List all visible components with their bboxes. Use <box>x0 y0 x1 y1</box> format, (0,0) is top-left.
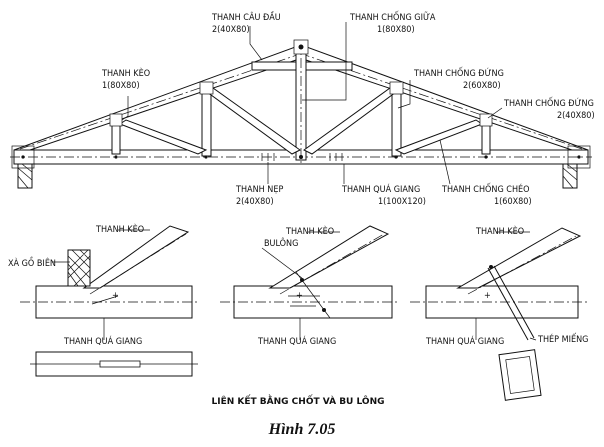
detail-3-strap <box>487 267 529 341</box>
size-thanh-chong-dung-2: 2(40X80) <box>557 111 595 121</box>
d2-label-rafter: THANH KÈO <box>285 225 334 237</box>
label-thanh-nep: THANH NẸP <box>235 185 283 195</box>
right-diagonal-brace <box>303 87 397 155</box>
caption: LIÊN KẾT BẰNG CHỐT VÀ BU LÔNG <box>212 394 385 407</box>
label-thanh-cau-dau: THANH CÂU ĐẦU <box>211 10 281 23</box>
label-thanh-qua-giang: THANH QUÁ GIANG <box>341 183 420 195</box>
d3-label-rafter: THANH KÈO <box>475 225 524 237</box>
detail-2-rafter <box>268 225 390 289</box>
size-thanh-chong-dung-1: 2(60X80) <box>463 81 501 91</box>
d2-label-tie-beam: THANH QUÁ GIANG <box>257 335 336 347</box>
d1-label-rafter: THANH KÈO <box>95 223 144 235</box>
label-thanh-chong-dung-2: THANH CHỐNG ĐỨNG <box>503 96 594 109</box>
right-vertical-strut <box>391 85 402 157</box>
label-thanh-chong-dung-1: THANH CHỐNG ĐỨNG <box>413 66 504 79</box>
detail-3: + THANH KÈO THÉP MIẾNG THANH QUÁ GIANG <box>410 225 588 401</box>
left-vertical-strut <box>201 85 212 157</box>
label-thanh-keo: THANH KÈO <box>101 67 150 79</box>
left-diagonal-brace <box>206 87 301 155</box>
d2-label-bolt: BULÔNG <box>264 237 298 249</box>
label-thanh-chong-cheo: THANH CHỐNG CHÉO <box>441 182 530 195</box>
d1-label-tie-beam: THANH QUÁ GIANG <box>63 335 142 347</box>
size-thanh-keo: 1(80X80) <box>102 81 140 91</box>
size-thanh-chong-giua: 1(80X80) <box>377 25 415 35</box>
detail-3-rafter <box>456 227 582 289</box>
figure-title: Hình 7.05 <box>268 421 336 438</box>
truss-elevation: THANH CÂU ĐẦU 2(40X80) THANH CHỐNG GIỮA … <box>10 10 595 207</box>
right-outer-brace <box>394 119 484 155</box>
detail-1: + THANH KÈO XÀ GỒ BIÊN THANH QUÁ GIANG <box>8 223 200 377</box>
label-thanh-chong-giua: THANH CHỐNG GIỮA <box>349 10 436 23</box>
detail-2: + THANH KÈO BULÔNG THANH QUÁ GIANG <box>220 225 398 347</box>
size-thanh-nep: 2(40X80) <box>236 197 274 207</box>
d3-label-tie-beam: THANH QUÁ GIANG <box>425 335 504 347</box>
size-thanh-qua-giang: 1(100X120) <box>378 197 426 207</box>
d1-label-wall-plate: XÀ GỒ BIÊN <box>8 256 56 269</box>
size-thanh-chong-cheo: 1(60X80) <box>494 197 532 207</box>
svg-text:+: + <box>484 291 491 301</box>
size-thanh-cau-dau: 2(40X80) <box>212 25 250 35</box>
svg-text:+: + <box>112 291 119 301</box>
d3-label-strap: THÉP MIẾNG <box>537 333 588 345</box>
left-outer-brace <box>118 119 208 155</box>
detail-1-rafter <box>82 225 190 289</box>
